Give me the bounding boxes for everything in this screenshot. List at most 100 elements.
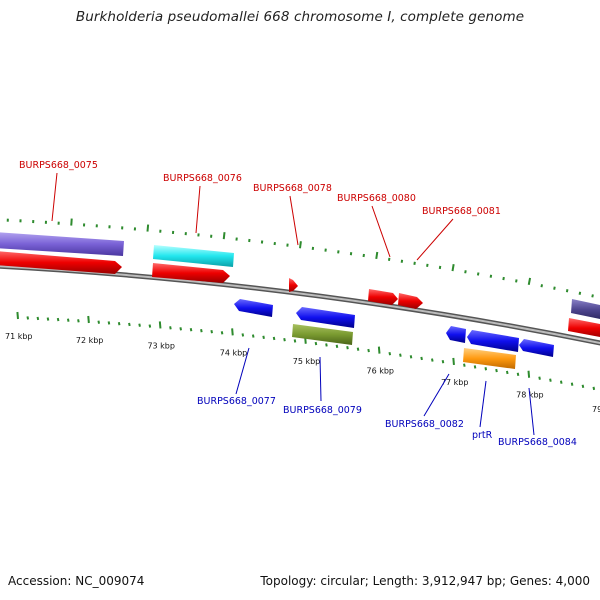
gene-bar-slate[interactable]: [571, 299, 600, 320]
minor-tick: [293, 339, 297, 343]
minor-tick: [179, 327, 183, 331]
minor-tick: [77, 319, 80, 323]
minor-tick: [484, 367, 488, 371]
gene-bar-cyan[interactable]: [153, 245, 234, 267]
major-tick: [452, 357, 455, 366]
minor-tick: [578, 291, 582, 295]
minor-tick: [128, 322, 131, 327]
minor-tick: [262, 335, 265, 339]
minor-tick: [220, 331, 224, 335]
minor-tick: [210, 330, 213, 334]
feature-label[interactable]: BURPS668_0082: [385, 419, 464, 430]
minor-tick: [138, 323, 141, 327]
gene-arrow-red[interactable]: [152, 263, 230, 283]
major-tick: [158, 321, 162, 329]
minor-tick: [476, 272, 480, 276]
feature-label[interactable]: BURPS668_0075: [19, 160, 98, 171]
gene-arrow-red[interactable]: [398, 293, 423, 309]
minor-tick: [489, 274, 493, 278]
gene-arrow-blue[interactable]: [296, 307, 355, 328]
minor-tick: [502, 276, 505, 281]
reverse-leaders: [235, 347, 535, 436]
minor-tick: [325, 343, 328, 347]
gene-bar-purple[interactable]: [0, 232, 124, 256]
forward-features: [0, 232, 600, 338]
gene-arrow-blue[interactable]: [234, 299, 273, 317]
minor-tick: [441, 360, 445, 364]
major-tick: [377, 346, 381, 354]
major-tick: [16, 311, 19, 320]
feature-label[interactable]: BURPS668_0081: [422, 206, 501, 217]
accession-text: Accession: NC_009074: [8, 574, 145, 588]
minor-tick: [283, 338, 286, 342]
forward-labels: BURPS668_0075 BURPS668_0076 BURPS668_007…: [19, 160, 501, 217]
reverse-features: [234, 299, 554, 369]
outer-tick-ring: [6, 218, 594, 298]
minor-tick: [200, 329, 203, 333]
major-tick: [146, 224, 150, 232]
minor-tick: [559, 380, 563, 384]
gene-arrow-red[interactable]: [368, 289, 398, 305]
minor-tick: [66, 318, 70, 322]
scale-label: 74 kbp: [220, 348, 248, 357]
minor-tick: [117, 321, 121, 326]
minor-tick: [56, 317, 60, 322]
minor-tick: [409, 355, 413, 359]
minor-tick: [570, 382, 574, 386]
scale-label: 75 kbp: [293, 357, 321, 366]
map-title: Burkholderia pseudomallei 668 chromosome…: [75, 9, 525, 25]
minor-tick: [592, 386, 596, 391]
minor-tick: [495, 368, 498, 373]
minor-tick: [356, 347, 360, 351]
feature-label[interactable]: BURPS668_0084: [498, 437, 577, 448]
major-tick: [222, 232, 226, 240]
minor-tick: [420, 356, 423, 361]
minor-tick: [189, 328, 193, 332]
feature-label[interactable]: BURPS668_0079: [283, 405, 362, 416]
minor-tick: [107, 321, 111, 325]
feature-label[interactable]: BURPS668_0080: [337, 193, 416, 204]
major-tick: [527, 370, 531, 378]
minor-tick: [36, 316, 40, 321]
minor-tick: [464, 270, 467, 274]
minor-tick: [540, 284, 544, 288]
feature-label[interactable]: BURPS668_0078: [253, 183, 332, 194]
gene-bar-olive[interactable]: [292, 324, 353, 345]
minor-tick: [581, 384, 585, 388]
scale-label: 72 kbp: [76, 336, 104, 345]
feature-label[interactable]: prtR: [472, 430, 493, 441]
gene-arrow-blue[interactable]: [446, 326, 466, 343]
minor-tick: [388, 351, 392, 356]
minor-tick: [367, 348, 370, 353]
minor-tick: [473, 365, 477, 369]
minor-tick: [46, 317, 50, 321]
minor-tick: [591, 294, 594, 298]
gene-arrow-red[interactable]: [0, 251, 122, 274]
major-tick: [231, 328, 234, 336]
minor-tick: [431, 358, 434, 362]
gene-arrow-red[interactable]: [289, 278, 298, 292]
scale-label: 73 kbp: [147, 341, 175, 350]
scale-label: 79 kbp: [592, 405, 600, 414]
minor-tick: [97, 320, 101, 324]
gene-bar-orange[interactable]: [463, 348, 516, 369]
scale-label: 76 kbp: [366, 367, 394, 376]
major-tick: [375, 251, 379, 260]
major-tick: [299, 241, 302, 249]
minor-tick: [251, 334, 255, 338]
minor-tick: [515, 279, 518, 283]
scale-label: 71 kbp: [5, 332, 33, 341]
forward-leaders: [51, 172, 454, 261]
feature-label[interactable]: BURPS668_0077: [197, 396, 276, 407]
minor-tick: [148, 324, 152, 328]
minor-tick: [272, 336, 276, 341]
minor-tick: [516, 372, 520, 377]
minor-tick: [335, 344, 339, 348]
feature-label[interactable]: BURPS668_0076: [163, 173, 242, 184]
gene-arrow-blue[interactable]: [519, 339, 554, 357]
gene-arrow-red[interactable]: [568, 318, 600, 338]
gene-arrow-blue[interactable]: [467, 330, 519, 352]
minor-tick: [169, 326, 172, 330]
